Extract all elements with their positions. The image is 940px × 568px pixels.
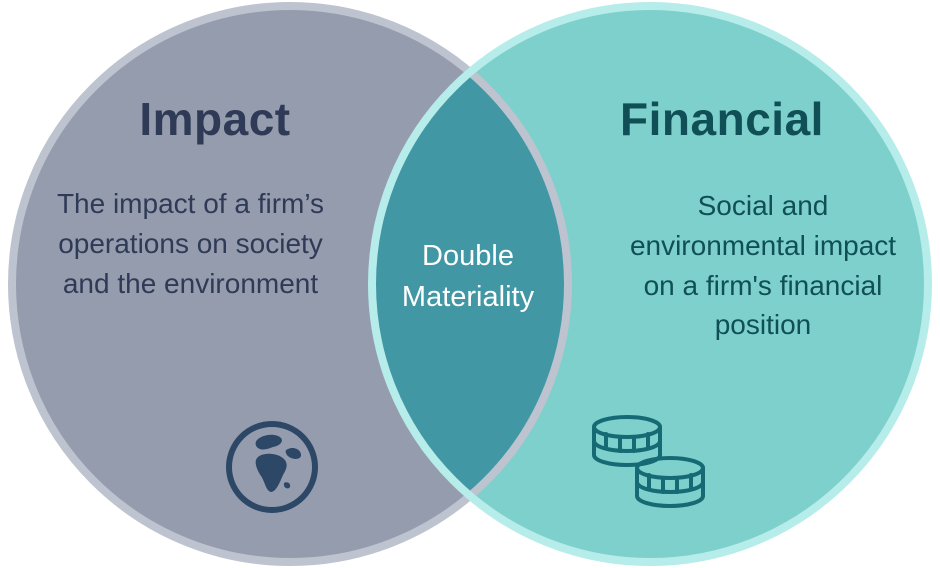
right-circle-title: Financial — [620, 93, 824, 145]
coins-icon — [582, 412, 714, 514]
globe-icon — [224, 419, 320, 515]
overlap-region — [372, 6, 568, 562]
right-circle-border — [368, 2, 932, 566]
left-circle-title: Impact — [139, 93, 291, 145]
right-circle-description: Social and environmental impact on a fir… — [629, 190, 897, 341]
left-circle-border — [8, 2, 572, 566]
overlap-label: Double Materiality — [401, 240, 535, 314]
left-circle-description: The impact of a firm’s operations on soc… — [56, 188, 325, 299]
